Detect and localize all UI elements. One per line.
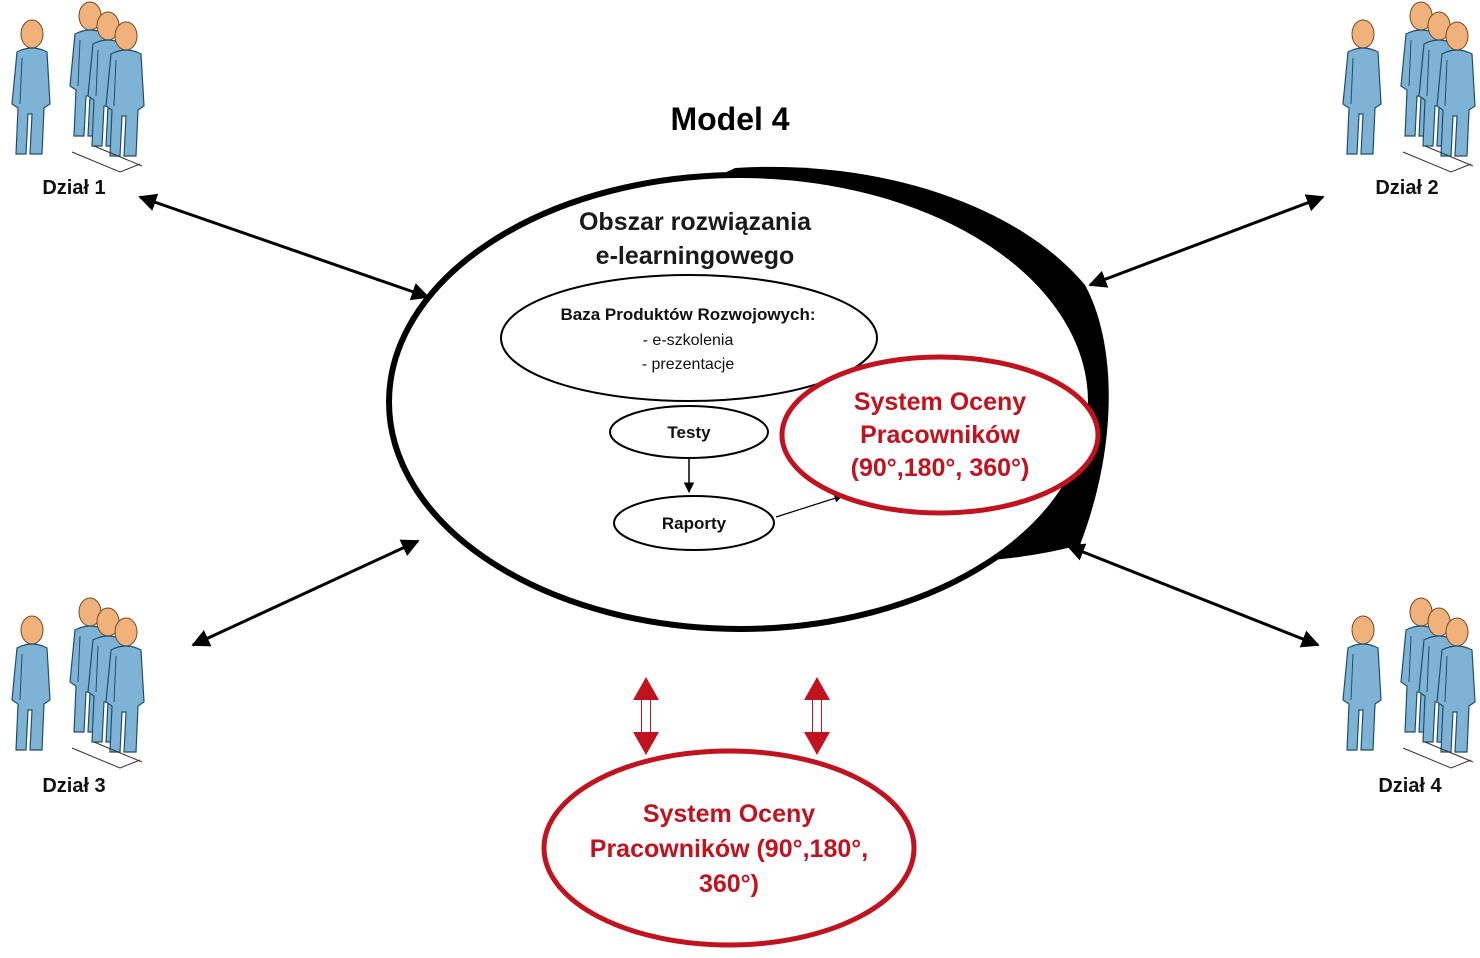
people-group-icon: [12, 598, 144, 768]
main-area-ellipse: [386, 172, 1094, 632]
outer-system-ellipse: [541, 748, 917, 948]
dept-label-3: Dział 3: [42, 775, 105, 797]
red-double-arrow-right: [804, 677, 830, 755]
arrow-dept3: [191, 539, 420, 647]
people-group-icon: [1343, 598, 1475, 768]
diagram-title: Model 4: [670, 101, 789, 137]
base-ellipse: [500, 274, 878, 402]
reports-node: [613, 495, 775, 551]
tests-label: Testy: [667, 423, 711, 442]
inner-system-line3: (90°,180°, 360°): [851, 454, 1030, 482]
people-group-icon: [1343, 2, 1475, 172]
dept-label-1: Dział 1: [42, 177, 105, 199]
arrow-dept4: [1066, 543, 1320, 648]
area-title-line1: Obszar rozwiązania: [579, 208, 812, 236]
dept-label-4: Dział 4: [1378, 775, 1442, 797]
arrow-dept1: [138, 193, 430, 301]
inner-system-ellipse: [779, 354, 1101, 516]
outer-system-line3: 360°): [699, 870, 759, 898]
dept-label-2: Dział 2: [1375, 177, 1438, 199]
reports-to-system-arrow: [775, 494, 843, 518]
outer-system-line1: System Oceny: [643, 800, 815, 828]
outer-system-line2: Pracowników (90°,180°,: [590, 835, 868, 863]
base-title: Baza Produktów Rozwojowych:: [560, 305, 815, 324]
arrow-dept2: [1088, 194, 1325, 288]
red-double-arrow-left: [633, 677, 659, 755]
people-group-icon: [12, 2, 144, 172]
area-title-line2: e-learningowego: [596, 242, 795, 270]
inner-system-line2: Pracowników: [860, 421, 1020, 449]
reports-label: Raporty: [662, 514, 727, 533]
inner-system-line1: System Oceny: [854, 388, 1026, 416]
base-item-e-szkolenia: - e-szkolenia: [643, 332, 734, 349]
base-item-prezentacje: - prezentacje: [642, 356, 735, 373]
